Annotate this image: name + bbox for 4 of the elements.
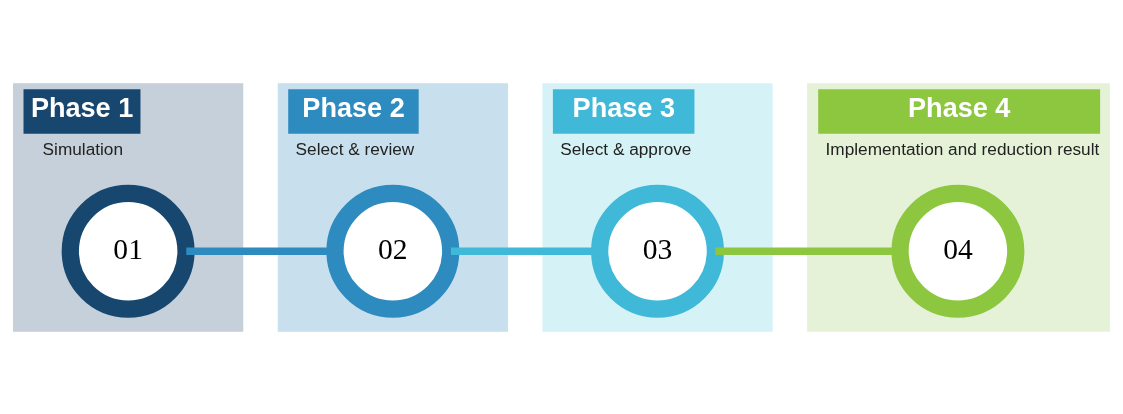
node-circle: 04 bbox=[891, 184, 1025, 318]
node-circle: 03 bbox=[591, 184, 724, 318]
node-circle: 01 bbox=[61, 184, 195, 318]
node-circle: 02 bbox=[326, 184, 460, 318]
